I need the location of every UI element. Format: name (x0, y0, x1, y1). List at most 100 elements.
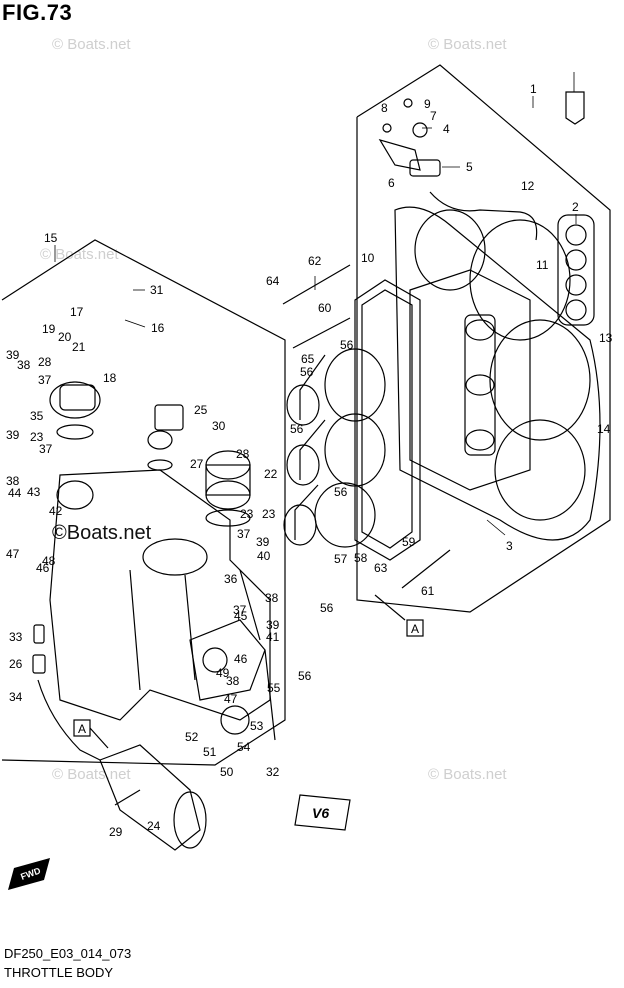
figure-title: FIG.73 (2, 0, 73, 25)
ref-mark-a-left: A (78, 722, 86, 736)
callout-32: 32 (266, 765, 280, 779)
watermark: © Boats.net (40, 246, 119, 263)
callout-23: 23 (30, 430, 44, 444)
watermark: © Boats.net (428, 36, 507, 53)
callout-37: 37 (237, 527, 251, 541)
cap-33 (33, 624, 45, 644)
callout-39: 39 (256, 535, 270, 549)
callout-15: 15 (44, 231, 58, 245)
callout-4: 4 (443, 122, 450, 136)
callout-56: 56 (290, 422, 304, 436)
callout-31: 31 (150, 283, 164, 297)
callout-2: 2 (572, 200, 579, 214)
callout-39: 39 (6, 348, 20, 362)
callout-29: 29 (109, 825, 123, 839)
callout-37: 37 (38, 373, 52, 387)
o-ring-23-lower (205, 509, 251, 527)
gasket-57 (354, 279, 421, 561)
callout-16: 16 (151, 321, 165, 335)
callout-24: 24 (147, 819, 161, 833)
callout-64: 64 (266, 274, 280, 288)
fitting-26 (32, 654, 46, 674)
v6-emblem-65: V6 (294, 794, 351, 831)
o-ring-27 (147, 459, 173, 471)
callout-28: 28 (38, 355, 52, 369)
callout-38: 38 (226, 674, 240, 688)
callout-33: 33 (9, 630, 23, 644)
watermark: © Boats.net (428, 766, 507, 783)
callout-30: 30 (212, 419, 226, 433)
callout-38: 38 (6, 474, 20, 488)
hose-34 (37, 679, 101, 761)
callout-34: 34 (9, 690, 23, 704)
callout-50: 50 (220, 765, 234, 779)
svg-text:V6: V6 (312, 805, 329, 821)
callout-10: 10 (361, 251, 375, 265)
callout-18: 18 (103, 371, 117, 385)
callout-56: 56 (298, 669, 312, 683)
callout-38: 38 (17, 358, 31, 372)
callout-37: 37 (39, 442, 53, 456)
callout-11: 11 (536, 258, 549, 272)
callout-23: 23 (262, 507, 276, 521)
callout-61: 61 (421, 584, 435, 598)
callout-56: 56 (320, 601, 334, 615)
callout-23: 23 (240, 507, 254, 521)
callout-60: 60 (318, 301, 332, 315)
callout-47: 47 (224, 692, 238, 706)
sensor-25 (147, 404, 184, 450)
callout-36: 36 (224, 572, 238, 586)
callout-14: 14 (597, 422, 611, 436)
callout-26: 26 (9, 657, 23, 671)
callout-65: 65 (301, 352, 315, 366)
callout-28: 28 (236, 447, 250, 461)
callout-49: 49 (216, 666, 230, 680)
callout-19: 19 (42, 322, 56, 336)
callout-58: 58 (354, 551, 368, 565)
callout-6: 6 (388, 176, 395, 190)
callout-41: 41 (266, 630, 280, 644)
callout-35: 35 (30, 409, 44, 423)
callout-45: 45 (234, 609, 248, 623)
fwd-badge: FWD (8, 858, 50, 890)
callout-57: 57 (334, 552, 348, 566)
callout-21: 21 (72, 340, 86, 354)
callout-42: 42 (49, 504, 63, 518)
diagram-name: THROTTLE BODY (4, 965, 114, 980)
callout-51: 51 (203, 745, 217, 759)
callout-20: 20 (58, 330, 72, 344)
o-ring-23-upper (56, 424, 94, 440)
silencer-24 (99, 744, 207, 851)
callout-1: 1 (530, 82, 537, 96)
callout-43: 43 (27, 485, 41, 499)
callout-53: 53 (250, 719, 264, 733)
callout-59: 59 (402, 535, 416, 549)
sensor-assembly-5 (378, 98, 441, 177)
watermark: © Boats.net (52, 766, 131, 783)
callout-39: 39 (6, 428, 20, 442)
bolt-59 (401, 549, 451, 589)
watermark-inline: ©Boats.net (52, 522, 152, 544)
callout-9: 9 (424, 97, 431, 111)
watermark: © Boats.net (52, 36, 131, 53)
hose-12 (429, 191, 538, 241)
callout-7: 7 (430, 109, 437, 123)
callout-63: 63 (374, 561, 388, 575)
idle-speed-control-valve-18 (49, 381, 101, 419)
callout-12: 12 (521, 179, 535, 193)
gasket-2 (557, 214, 595, 326)
callout-8: 8 (381, 101, 388, 115)
callout-5: 5 (466, 160, 473, 174)
callout-40: 40 (257, 549, 271, 563)
leader-lines (54, 72, 577, 536)
callout-38: 38 (265, 591, 279, 605)
intake-manifold-15 (49, 469, 271, 721)
callout-62: 62 (308, 254, 322, 268)
callout-37: 37 (233, 603, 247, 617)
ref-mark-a-right: A (411, 622, 419, 636)
callout-47: 47 (6, 547, 20, 561)
callout-56: 56 (340, 338, 354, 352)
